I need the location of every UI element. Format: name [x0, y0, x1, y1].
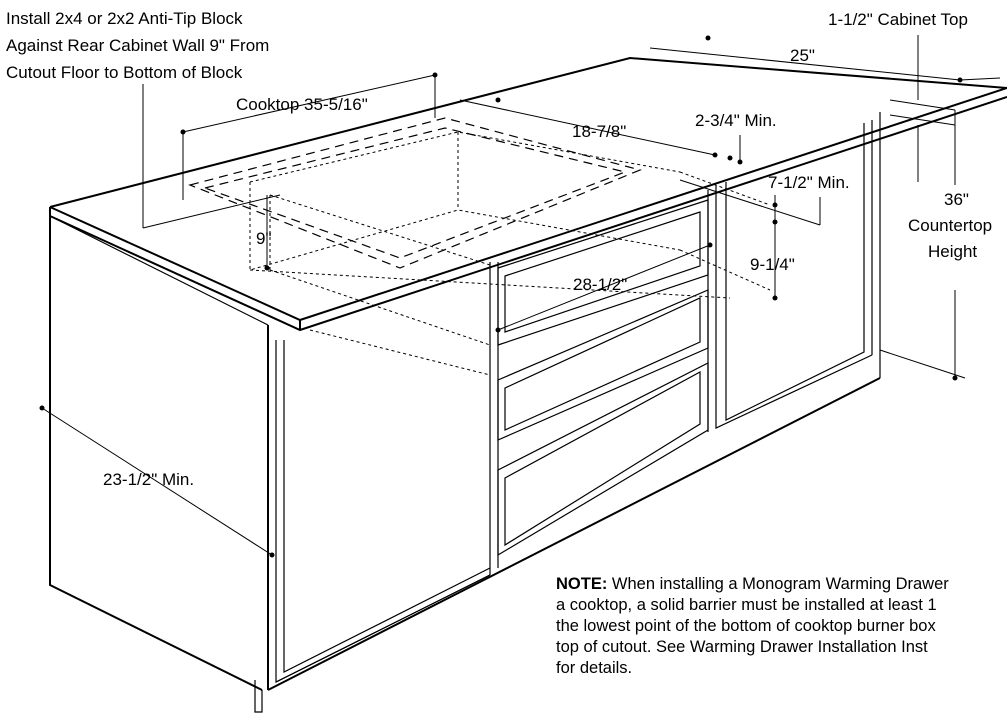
note-line-4: top of cutout. See Warming Drawer Instal… [556, 638, 928, 656]
countertop [49, 56, 1007, 332]
drawers [497, 199, 709, 557]
cooktop-width-label: Cooktop 35-5/16" [236, 95, 368, 114]
cutout-outline [249, 131, 771, 376]
cutout-depth-label: 18-7/8" [572, 122, 626, 141]
depth-label: 25" [790, 46, 815, 65]
note-line-2: a cooktop, a solid barrier must be insta… [556, 596, 937, 614]
side-clearance-label: 23-1/2" Min. [103, 470, 194, 489]
countertop-height-label-line2: Countertop [908, 216, 992, 235]
block-height-label: 9" [256, 229, 272, 248]
countertop-height-label-line3: Height [928, 242, 977, 261]
dimension-lines [39, 35, 1001, 558]
note-text-1: When installing a Monogram Warming Drawe… [607, 575, 949, 593]
cabinet-top-label: 1-1/2" Cabinet Top [828, 10, 968, 29]
note-heading: NOTE: [556, 575, 608, 593]
anti-tip-label-line1: Install 2x4 or 2x2 Anti-Tip Block [6, 9, 243, 28]
rear-clearance-label: 2-3/4" Min. [695, 111, 777, 130]
anti-tip-label-line2: Against Rear Cabinet Wall 9" From [6, 36, 269, 55]
note-line-1: NOTE: When installing a Monogram Warming… [556, 574, 1007, 595]
anti-tip-label-line3: Cutout Floor to Bottom of Block [6, 63, 243, 82]
dimension-labels: Install 2x4 or 2x2 Anti-Tip Block Agains… [6, 9, 992, 489]
installation-note: NOTE: When installing a Monogram Warming… [556, 574, 1007, 679]
cutout-width-label: 28-1/2" [573, 275, 627, 294]
countertop-height-label-line1: 36" [944, 190, 969, 209]
cooktop-outline [188, 117, 642, 269]
drawer-height-label: 9-1/4" [750, 255, 795, 274]
cabinet-front [267, 112, 881, 691]
note-line-3: the lowest point of the bottom of cookto… [556, 617, 936, 635]
front-clearance-label: 7-1/2" Min. [768, 173, 850, 192]
note-line-5: for details. [556, 659, 633, 677]
